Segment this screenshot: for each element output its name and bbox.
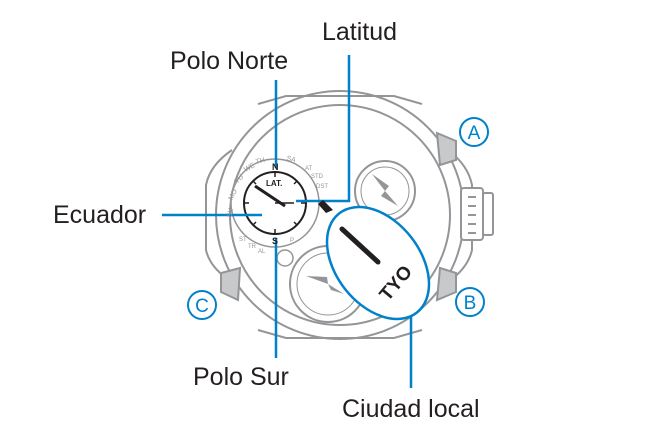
- south-mark: S: [272, 236, 278, 246]
- latitude-dial: [230, 158, 320, 248]
- south-pole-label: Polo Sur: [193, 363, 289, 391]
- lower-mark-tr: TR: [248, 244, 257, 250]
- day-mark-th: TH: [255, 157, 266, 166]
- button-b-letter: B: [464, 293, 477, 314]
- day-mark-su: SU: [226, 207, 235, 218]
- lower-mark-st: ST: [239, 237, 247, 243]
- day-mark-mo: MO: [228, 188, 239, 202]
- home-city-hand: [318, 200, 431, 321]
- latitud-leader: [296, 55, 351, 203]
- button-a-marker: A: [459, 117, 489, 147]
- right-mark-at: AT: [305, 166, 313, 172]
- day-mark-sa: SA: [286, 155, 297, 164]
- right-mark-dst: DST: [316, 184, 328, 190]
- day-mark-tu: TU: [234, 174, 246, 186]
- pushers: [220, 131, 457, 302]
- day-mark-we: WE: [243, 162, 257, 174]
- latitude-label: Latitud: [322, 18, 398, 46]
- button-c-letter: C: [195, 296, 209, 317]
- pusher-b: [435, 266, 457, 302]
- button-c-marker: C: [187, 290, 217, 320]
- north-pole-label: Polo Norte: [170, 47, 289, 75]
- right-mark-std: STD: [311, 174, 324, 180]
- north-mark: N: [272, 162, 279, 172]
- pusher-c: [220, 266, 242, 302]
- home-city-label: Ciudad local: [342, 395, 480, 423]
- small-indicator: [276, 249, 294, 267]
- button-b-marker: B: [455, 287, 485, 317]
- callout-lines: [162, 55, 413, 388]
- pusher-a: [435, 131, 457, 167]
- crown: [460, 187, 494, 241]
- lat-label: LAT.: [266, 179, 282, 188]
- lower-mark-al: AL: [258, 249, 266, 255]
- button-a-letter: A: [468, 123, 481, 144]
- equator-label: Ecuador: [53, 201, 147, 229]
- lower-mark-p: P: [290, 238, 294, 244]
- latitude-ticks: [244, 172, 306, 234]
